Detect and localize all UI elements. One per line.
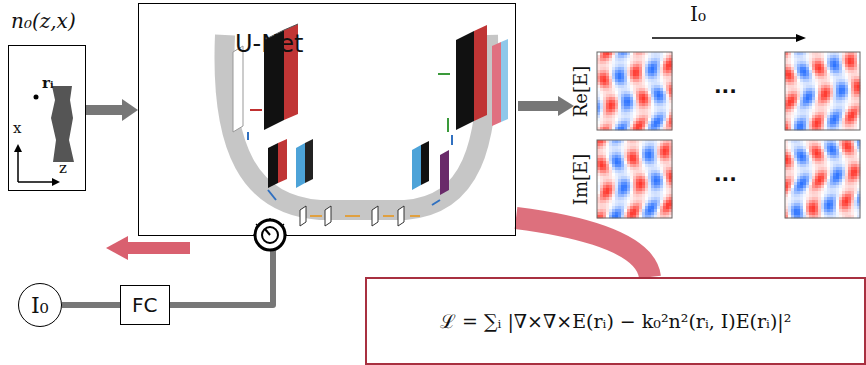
intensity-label: I₀ [690, 2, 706, 26]
axes [18, 148, 56, 182]
field-panels [597, 52, 860, 218]
ellipsis: ... [714, 162, 737, 186]
output-arrow [518, 101, 560, 111]
fc-box: FC [120, 285, 170, 325]
point-label: rᵢ [42, 74, 54, 92]
connector [170, 236, 273, 305]
row-label: Re[E] [570, 66, 591, 117]
unet-box: U-Net [138, 3, 516, 236]
scatterer-shape [51, 86, 74, 162]
intensity-arrow [652, 37, 800, 39]
box-label: FC [132, 293, 157, 317]
circle-label: I₀ [31, 293, 49, 318]
axis-label: z [59, 159, 67, 177]
loss-formula: ℒ = ∑ᵢ |∇×∇×E(rᵢ) − k₀²n²(rᵢ, I)E(rᵢ)|² [440, 308, 791, 334]
connector [62, 305, 120, 306]
intensity-arrowhead [796, 34, 806, 42]
backprop-arrow [125, 242, 190, 254]
ellipsis: ... [714, 74, 737, 98]
field-label: n₀(z,x) [11, 9, 76, 33]
row-label: Im[E] [570, 154, 591, 205]
connector [516, 218, 650, 277]
point-dot [34, 95, 39, 100]
title-text: U-Net [235, 30, 303, 58]
input-box: n₀(z,x)rᵢxz [8, 45, 86, 191]
unet-blocks [233, 24, 508, 226]
axis-heads [14, 144, 60, 186]
knob-symbol [253, 218, 287, 250]
loss-box: ℒ = ∑ᵢ |∇×∇×E(rᵢ) − k₀²n²(rᵢ, I)E(rᵢ)|² [365, 277, 866, 365]
connector [86, 99, 138, 121]
backprop-arrowhead [106, 236, 128, 260]
input-circle: I₀ [18, 283, 62, 327]
axis-label: x [13, 119, 21, 137]
